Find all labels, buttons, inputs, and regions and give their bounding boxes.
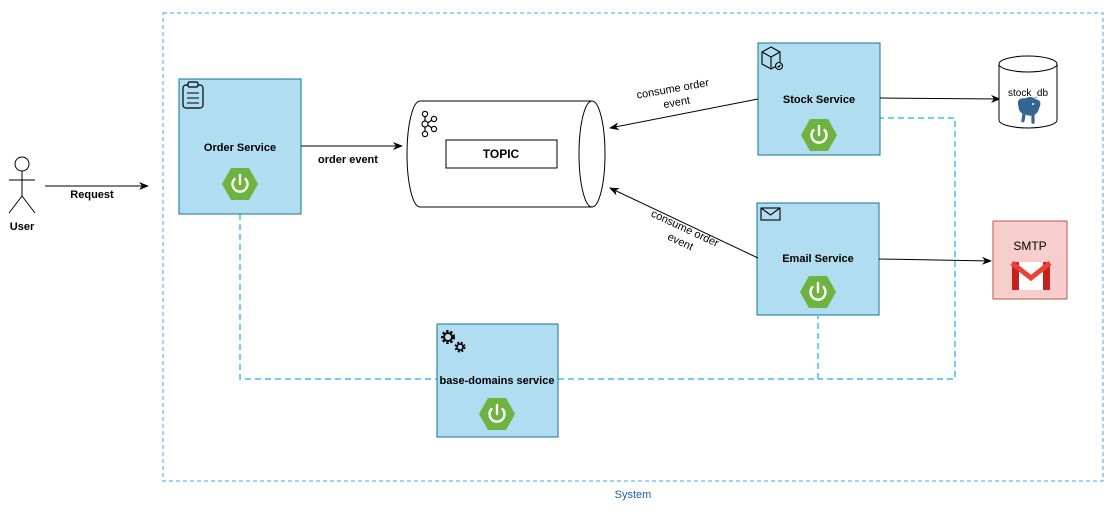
- stock-db-arrow: [879, 94, 1001, 103]
- consume-email-label: consume order event: [643, 208, 723, 264]
- shared-library-links: [239, 117, 956, 380]
- smtp-server[interactable]: SMTP: [992, 220, 1068, 300]
- stock-db[interactable]: stock_db: [998, 55, 1058, 129]
- base-domains-label: base-domains service: [440, 375, 555, 387]
- kafka-icon: [421, 110, 438, 138]
- order-event-label: order event: [318, 154, 378, 166]
- topic-label: TOPIC: [483, 147, 520, 161]
- request-label: Request: [70, 189, 114, 201]
- stock-service[interactable]: Stock Service: [757, 42, 881, 156]
- order-service[interactable]: Order Service: [178, 78, 302, 215]
- consume-email-arrow: [609, 187, 759, 259]
- clipboard-icon: [182, 81, 204, 109]
- kafka-topic[interactable]: TOPIC: [406, 100, 606, 208]
- system-label: System: [615, 489, 652, 501]
- gears-icon: [441, 330, 466, 353]
- postgresql-icon: [1017, 96, 1042, 125]
- smtp-label: SMTP: [1013, 239, 1046, 253]
- user-label: User: [10, 221, 35, 233]
- base-domains-service[interactable]: base-domains service: [436, 323, 559, 438]
- stock-service-label: Stock Service: [783, 94, 855, 106]
- order-service-label: Order Service: [204, 142, 276, 154]
- consume-stock-arrow: [609, 98, 759, 131]
- topic-box: [445, 139, 558, 169]
- email-smtp-arrow: [878, 256, 992, 265]
- envelope-icon: [760, 207, 781, 221]
- email-service[interactable]: Email Service: [756, 202, 880, 316]
- package-icon: [761, 46, 784, 71]
- system-boundary: [162, 12, 1104, 482]
- user-actor: [8, 156, 36, 214]
- gmail-icon: [1010, 261, 1052, 290]
- db-label: stock_db: [1008, 88, 1048, 99]
- email-service-label: Email Service: [782, 253, 854, 265]
